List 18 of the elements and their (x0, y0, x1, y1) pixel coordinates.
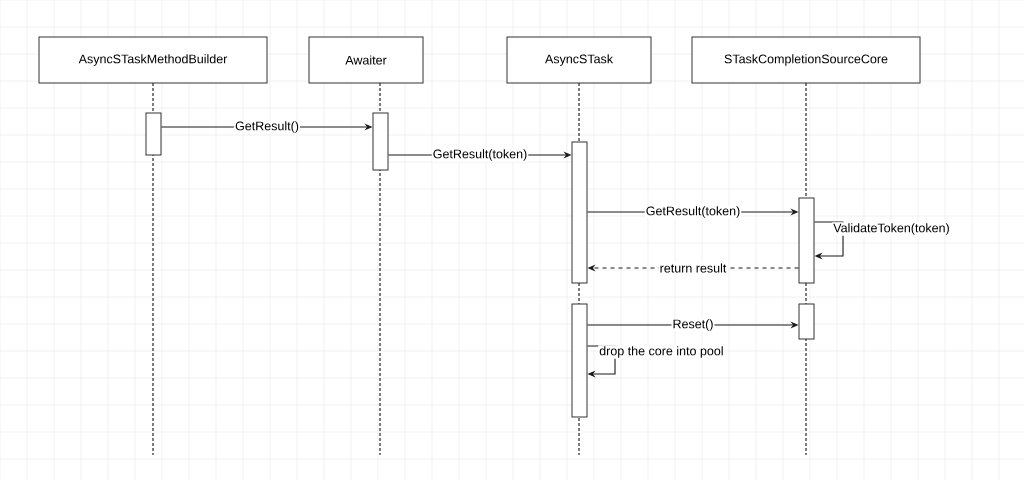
edge-label: GetResult(token) (644, 205, 742, 219)
activation-bar (798, 303, 815, 340)
edge-label: GetResult() (234, 120, 300, 134)
participant-box: AsyncSTaskMethodBuilder (38, 36, 268, 84)
edge-label: GetResult(token) (431, 148, 529, 162)
participant-box: Awaiter (308, 36, 424, 84)
edge-label: drop the core into pool (598, 345, 725, 359)
edge-label: Reset() (671, 318, 715, 332)
activation-bar (571, 303, 588, 418)
participant-box: STaskCompletionSourceCore (691, 36, 921, 84)
activation-bar (372, 112, 389, 171)
edge-label: return result (658, 262, 728, 274)
activation-bar (571, 141, 588, 284)
participant-box: AsyncSTask (506, 36, 652, 84)
activation-bar (798, 197, 815, 284)
activation-bar (145, 112, 162, 156)
edge-label: ValidateToken(token) (832, 222, 951, 236)
arrow (813, 221, 844, 260)
